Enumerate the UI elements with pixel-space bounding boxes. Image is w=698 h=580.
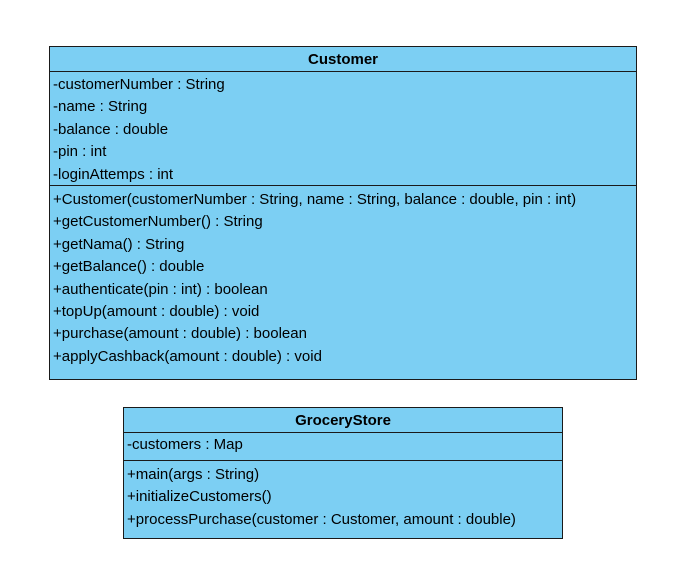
attribute-item: -balance : double bbox=[53, 120, 169, 138]
attributes-section: -customers : Map bbox=[124, 433, 562, 461]
operation-item: +authenticate(pin : int) : boolean bbox=[53, 280, 268, 298]
attribute-item: -name : String bbox=[53, 98, 148, 116]
attribute-item: -pin : int bbox=[53, 143, 107, 161]
attribute-item: -customers : Map bbox=[127, 436, 243, 453]
operation-item: +initializeCustomers() bbox=[127, 488, 272, 506]
operation-item: +purchase(amount : double) : boolean bbox=[53, 325, 307, 343]
operation-item: +applyCashback(amount : double) : void bbox=[53, 347, 322, 365]
operations-section: +Customer(customerNumber : String, name … bbox=[50, 186, 636, 368]
grocerystore-class-box[interactable]: GroceryStore -customers : Map +main(args… bbox=[123, 407, 563, 539]
operation-item: +main(args : String) bbox=[127, 466, 260, 483]
customer-class-box[interactable]: Customer -customerNumber : String -name … bbox=[49, 46, 637, 380]
attribute-item: -loginAttemps : int bbox=[53, 165, 174, 183]
operation-item: +getBalance() : double bbox=[53, 258, 205, 276]
operation-item: +Customer(customerNumber : String, name … bbox=[53, 191, 577, 208]
operation-item: +topUp(amount : double) : void bbox=[53, 303, 260, 321]
operation-item: +getCustomerNumber() : String bbox=[53, 213, 263, 231]
attributes-section: -customerNumber : String -name : String … bbox=[50, 72, 636, 186]
class-name: Customer bbox=[50, 47, 636, 72]
class-name: GroceryStore bbox=[124, 408, 562, 433]
operation-item: +processPurchase(customer : Customer, am… bbox=[127, 510, 516, 528]
operations-section: +main(args : String) +initializeCustomer… bbox=[124, 461, 562, 531]
operation-item: +getNama() : String bbox=[53, 235, 185, 253]
attribute-item: -customerNumber : String bbox=[53, 76, 225, 93]
